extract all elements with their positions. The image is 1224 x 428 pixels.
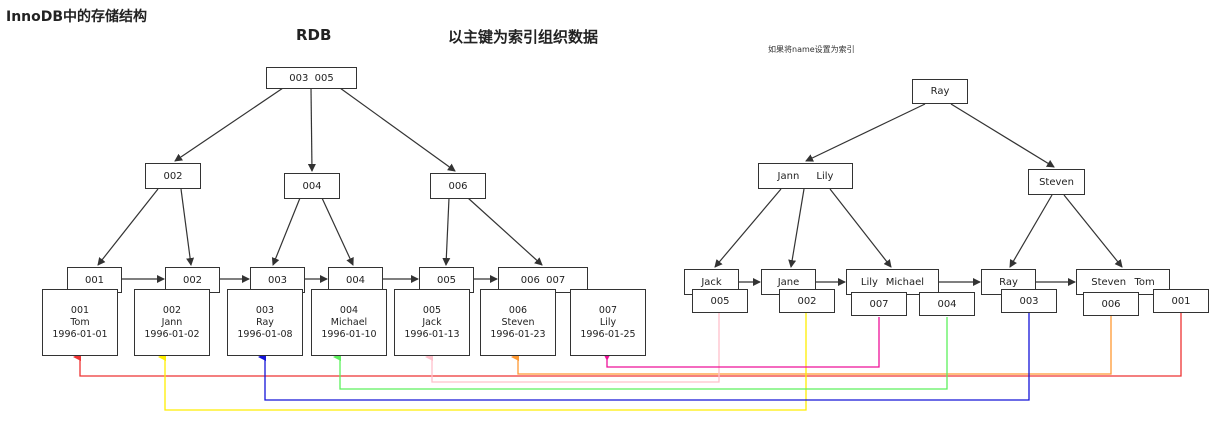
pk-internal-node: 002 bbox=[145, 163, 201, 189]
record-date: 1996-01-13 bbox=[404, 328, 460, 340]
pk-internal-node: 006 bbox=[430, 173, 486, 199]
record-date: 1996-01-08 bbox=[237, 328, 293, 340]
name-internal-node: Steven bbox=[1028, 169, 1085, 195]
record-card: 006 Steven 1996-01-23 bbox=[480, 289, 556, 356]
record-date: 1996-01-25 bbox=[580, 328, 636, 340]
name-tree-edges bbox=[714, 103, 1123, 286]
name-key: Jann bbox=[777, 170, 800, 182]
pk-leaf-node: 004 bbox=[328, 267, 383, 293]
pk-pointer-box: 004 bbox=[919, 292, 975, 316]
pk-pointer-box: 001 bbox=[1153, 289, 1209, 313]
record-id: 003 bbox=[255, 304, 275, 316]
record-card: 003 Ray 1996-01-08 bbox=[227, 289, 303, 356]
pk-pointer-box: 003 bbox=[1001, 289, 1057, 313]
record-id: 005 bbox=[422, 304, 442, 316]
record-id: 002 bbox=[162, 304, 182, 316]
record-name: Jack bbox=[422, 316, 442, 328]
record-id: 007 bbox=[598, 304, 618, 316]
record-name: Jann bbox=[161, 316, 183, 328]
record-date: 1996-01-10 bbox=[321, 328, 377, 340]
record-name: Tom bbox=[70, 316, 90, 328]
pk-pointer-box: 006 bbox=[1083, 292, 1139, 316]
record-card: 007 Lily 1996-01-25 bbox=[570, 289, 646, 356]
pk-pointer-box: 005 bbox=[692, 289, 748, 313]
record-id: 006 bbox=[508, 304, 528, 316]
name-key: Michael bbox=[885, 276, 925, 288]
pointer-003 bbox=[258, 313, 1030, 401]
record-name: Ray bbox=[256, 316, 274, 328]
pointer-006 bbox=[511, 316, 1112, 375]
pointer-005 bbox=[425, 313, 720, 383]
name-internal-node: Jann Lily bbox=[758, 163, 853, 189]
pk-leaf-node: 006 007 bbox=[498, 267, 588, 293]
pointer-001 bbox=[73, 313, 1182, 377]
name-leaf-node: Lily Michael bbox=[846, 269, 939, 295]
name-index-note: 如果将name设置为索引 bbox=[768, 45, 855, 54]
pk-index-heading: 以主键为索引组织数据 bbox=[448, 28, 599, 46]
record-date: 1996-01-23 bbox=[490, 328, 546, 340]
name-key: Tom bbox=[1134, 276, 1155, 288]
pk-root-node: 003 005 bbox=[266, 67, 357, 89]
record-card: 001 Tom 1996-01-01 bbox=[42, 289, 118, 356]
record-card: 002 Jann 1996-01-02 bbox=[134, 289, 210, 356]
pk-tree-edges bbox=[97, 87, 543, 283]
record-card: 005 Jack 1996-01-13 bbox=[394, 289, 470, 356]
name-key: Lily bbox=[816, 170, 834, 182]
pointer-lines bbox=[73, 313, 1182, 411]
record-name: Michael bbox=[330, 316, 368, 328]
record-name: Steven bbox=[501, 316, 535, 328]
pk-pointer-box: 007 bbox=[851, 292, 907, 316]
pointer-004 bbox=[333, 317, 948, 390]
record-card: 004 Michael 1996-01-10 bbox=[311, 289, 387, 356]
pointer-007 bbox=[603, 317, 880, 368]
pk-pointer-box: 002 bbox=[779, 289, 835, 313]
diagram-title: InnoDB中的存储结构 bbox=[6, 9, 148, 25]
record-id: 004 bbox=[339, 304, 359, 316]
pointer-002 bbox=[158, 313, 807, 411]
name-key: Steven bbox=[1091, 276, 1127, 288]
name-key: Lily bbox=[860, 276, 878, 288]
record-date: 1996-01-02 bbox=[144, 328, 200, 340]
pk-internal-node: 004 bbox=[284, 173, 340, 199]
rdb-heading: RDB bbox=[296, 26, 332, 44]
record-name: Lily bbox=[599, 316, 617, 328]
record-id: 001 bbox=[70, 304, 90, 316]
record-date: 1996-01-01 bbox=[52, 328, 108, 340]
name-root-node: Ray bbox=[912, 79, 968, 104]
